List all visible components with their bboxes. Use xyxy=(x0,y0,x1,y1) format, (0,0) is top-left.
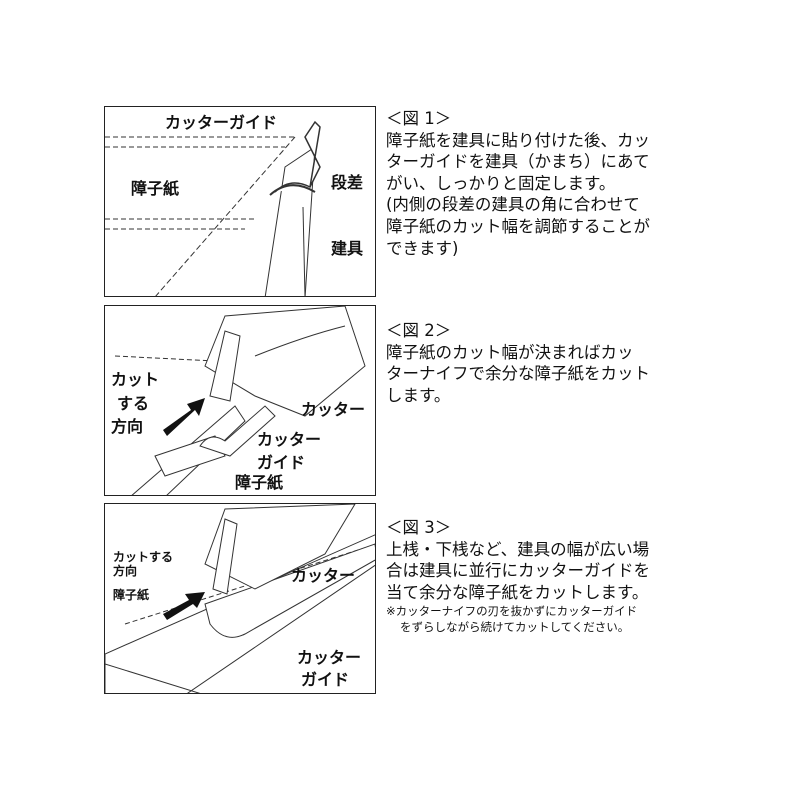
figure-2-heading: ＜図 2＞ xyxy=(386,321,452,340)
label-direction-1: カットする xyxy=(113,550,174,564)
label-shoji-paper: 障子紙 xyxy=(235,473,284,492)
label-cutter-guide-1: カッター xyxy=(297,648,362,667)
text-line: 合は建具に並行にカッターガイドを xyxy=(386,561,650,581)
label-cutter: カッター xyxy=(291,566,356,585)
label-cutter-guide-2: ガイド xyxy=(301,670,350,689)
label-direction-3: 方向 xyxy=(111,417,144,436)
text-line: ターガイドを建具（かまち）にあて xyxy=(386,152,650,172)
text-line: がい、しっかりと固定します。 xyxy=(386,173,616,193)
text-line: します。 xyxy=(386,385,451,405)
label-fitting: 建具 xyxy=(331,239,364,258)
label-cutter: カッター xyxy=(301,400,366,419)
text-line: 障子紙のカット幅を調節することが xyxy=(386,216,650,236)
label-shoji-paper: 障子紙 xyxy=(113,588,150,602)
figure-1-description: ＜図 1＞ 障子紙を建具に貼り付けた後、カッ ターガイドを建具（かまち）にあて … xyxy=(386,108,686,259)
label-direction-2: する xyxy=(117,394,150,413)
label-direction-2: 方向 xyxy=(113,564,138,578)
label-direction-1: カット xyxy=(111,370,160,389)
figure-2-illustration: カット する 方向 カッター カッター ガイド 障子紙 xyxy=(104,305,376,496)
text-line: ターナイフで余分な障子紙をカット xyxy=(386,364,650,384)
figure-1-illustration: カッターガイド 障子紙 段差 建具 xyxy=(104,106,376,297)
text-line: 当て余分な障子紙をカットします。 xyxy=(386,582,649,602)
figure-3-illustration: カットする 方向 障子紙 カッター カッター ガイド xyxy=(104,503,376,694)
note-line: をずらしながら続けてカットしてください。 xyxy=(400,620,630,635)
figure-1-heading: ＜図 1＞ xyxy=(386,109,452,128)
figure-3-drawing xyxy=(105,504,375,693)
note-line: ※カッターナイフの刃を抜かずにカッターガイド xyxy=(386,604,638,619)
label-cutter-guide-2: ガイド xyxy=(257,453,306,472)
text-line: 上桟・下桟など、建具の幅が広い場 xyxy=(386,539,650,559)
figure-2-description: ＜図 2＞ 障子紙のカット幅が決まればカッ ターナイフで余分な障子紙をカット し… xyxy=(386,320,686,406)
label-step: 段差 xyxy=(331,173,364,192)
label-cutter-guide: カッターガイド xyxy=(165,113,278,132)
label-shoji-paper: 障子紙 xyxy=(131,179,180,198)
text-line: (内側の段差の建具の角に合わせて xyxy=(386,195,640,215)
text-line: できます) xyxy=(386,238,459,258)
text-line: 障子紙のカット幅が決まればカッ xyxy=(386,342,634,362)
figure-1-drawing xyxy=(105,120,321,296)
figure-3-description: ＜図 3＞ 上桟・下桟など、建具の幅が広い場 合は建具に並行にカッターガイドを … xyxy=(386,517,686,635)
text-line: 障子紙を建具に貼り付けた後、カッ xyxy=(386,130,650,150)
figure-3-heading: ＜図 3＞ xyxy=(386,518,452,537)
label-cutter-guide-1: カッター xyxy=(257,430,322,449)
figure-2-drawing xyxy=(114,306,366,495)
